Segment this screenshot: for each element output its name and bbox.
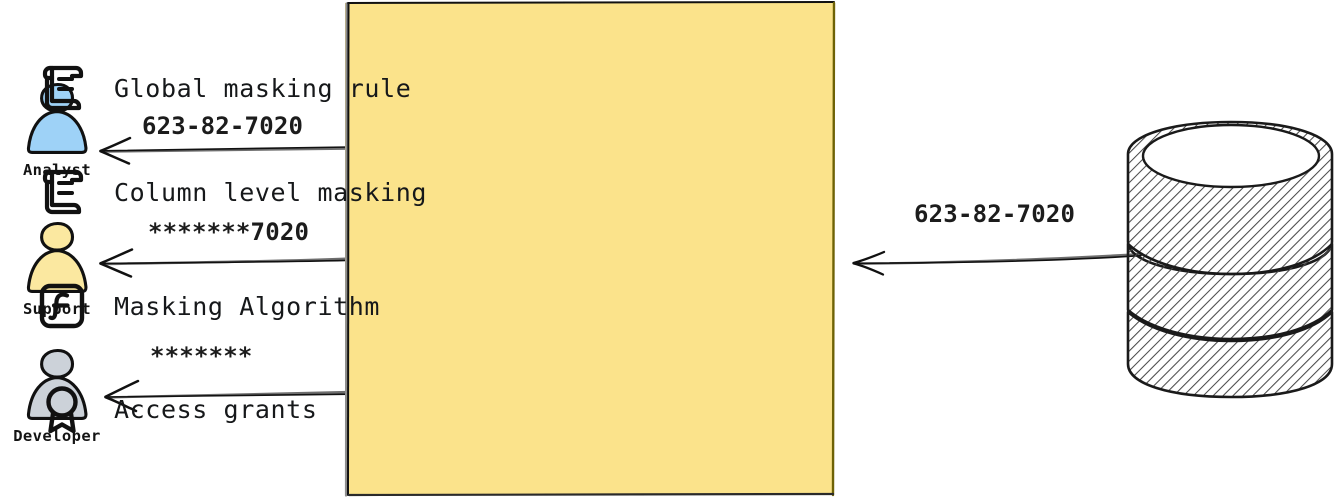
panel-row-column-level-masking[interactable]: Column level masking	[36, 166, 427, 218]
arrow-label-database-input: 623-82-7020	[914, 200, 1076, 228]
database-cylinder-icon[interactable]	[1120, 112, 1340, 404]
panel-row-label: Masking Algorithm	[114, 291, 381, 321]
arrow-analyst-output	[99, 136, 354, 165]
arrow-label-support-output: *******7020	[148, 218, 310, 246]
panel-row-label: Column level masking	[114, 177, 428, 207]
panel-row-label: Global masking rule	[114, 73, 412, 103]
function-icon	[39, 283, 85, 329]
panel-row-global-masking-rule[interactable]: Global masking rule	[36, 62, 411, 114]
actor-label-developer: Developer	[13, 427, 101, 445]
scroll-icon	[42, 65, 84, 111]
panel-border	[344, 1, 836, 497]
panel-row-label: Access grants	[114, 394, 318, 424]
arrow-support-output	[99, 248, 354, 278]
panel-row-access-grants[interactable]: Access grants	[36, 383, 317, 435]
person-icon	[26, 221, 88, 293]
arrow-label-analyst-output: 623-82-7020	[142, 112, 304, 140]
award-icon	[46, 386, 78, 434]
arrow-developer-output	[104, 379, 354, 413]
arrow-label-developer-output: *******	[150, 342, 253, 370]
scroll-icon	[42, 169, 84, 215]
masking-policy-panel	[345, 3, 833, 495]
panel-row-masking-algorithm[interactable]: Masking Algorithm	[36, 280, 380, 332]
arrow-database-input	[852, 250, 1144, 276]
